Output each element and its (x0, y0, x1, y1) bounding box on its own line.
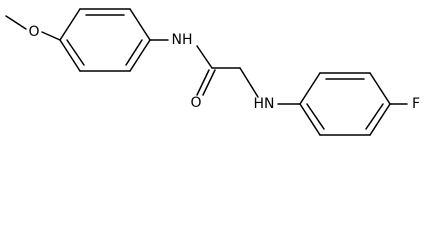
nh-carbonyl-bond (196, 45, 213, 69)
methoxy-ring-bond (41, 31, 61, 41)
ring-b (299, 72, 391, 136)
ring-a (59, 8, 151, 72)
amide-nitrogen-label: NH (172, 32, 193, 48)
ch2-hn-bond (239, 67, 259, 98)
fluorine-label: F (412, 96, 420, 112)
methoxy-oxygen-label: O (28, 24, 39, 40)
carbonyl-double-bond (196, 69, 216, 96)
methyl-bond (5, 15, 27, 30)
molecule-diagram: O NH O HN F (5, 8, 420, 136)
amine-nitrogen-label: HN (254, 96, 275, 112)
carbonyl-oxygen-label: O (190, 95, 201, 111)
